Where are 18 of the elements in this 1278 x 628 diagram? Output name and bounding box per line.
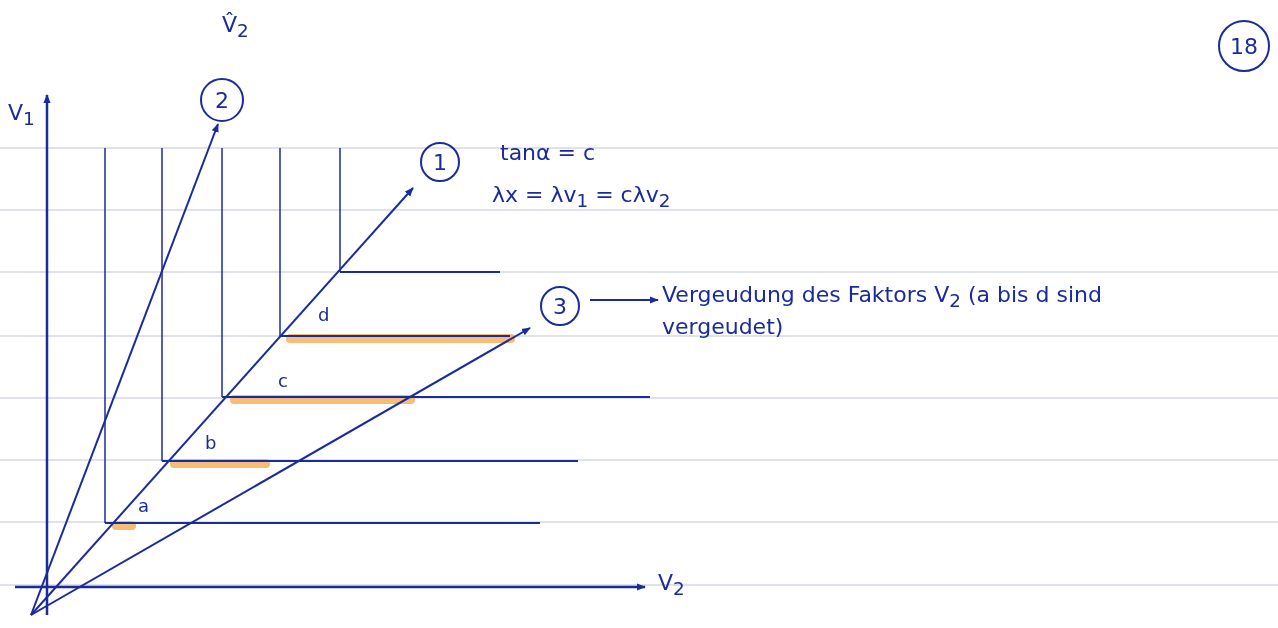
arrow bbox=[589, 296, 659, 304]
axis-label: V$_{2}$ bbox=[658, 570, 685, 602]
circled-number: 3 bbox=[540, 286, 580, 326]
segment-letter: a bbox=[138, 494, 150, 518]
segment-letter: c bbox=[278, 369, 288, 393]
ray-arrow bbox=[30, 123, 219, 616]
axis-label: V$_{1}$ bbox=[8, 100, 35, 132]
ray-arrow bbox=[30, 187, 414, 616]
axis-label: V̂$_{2}$ bbox=[222, 12, 249, 44]
circled-number: 18 bbox=[1218, 20, 1270, 72]
equation-text: tanα = c bbox=[500, 140, 596, 166]
equation-text: λx = λv$_{1}$ = cλv$_{2}$ bbox=[492, 182, 671, 214]
ray-arrow bbox=[30, 327, 531, 616]
segment-letter: b bbox=[205, 431, 217, 455]
note-text: Vergeudung des Faktors V$_{2}$ (a bis d sind vergeudet) bbox=[662, 282, 1202, 341]
circled-number: 1 bbox=[420, 142, 460, 182]
segment-letter: d bbox=[318, 303, 330, 327]
circled-number: 2 bbox=[200, 78, 244, 122]
